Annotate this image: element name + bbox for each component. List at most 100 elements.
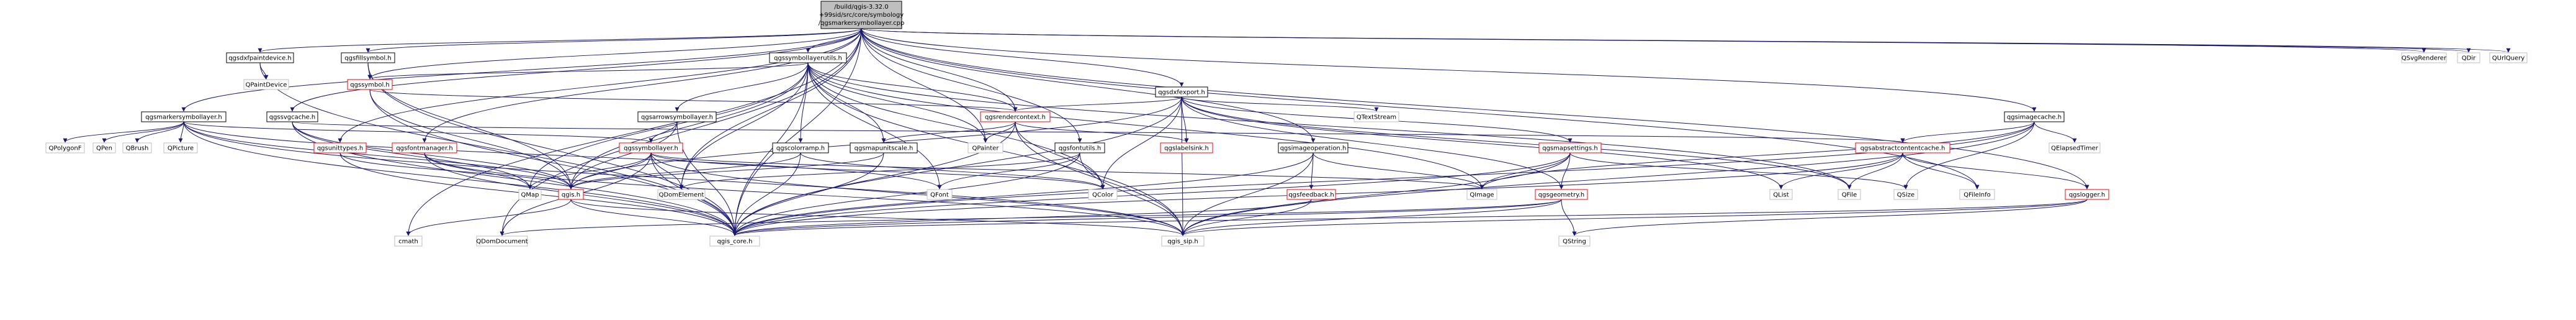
node-label-qfile: QFile: [1842, 192, 1857, 199]
edge-qgsmarkersymbollayer_h-to-qfont: [183, 121, 942, 190]
node-label-qmap: QMap: [521, 192, 539, 199]
node-qgssymbolutils[interactable]: qgssymbollayerutils.h: [769, 52, 847, 63]
edge-qgsdxfexport-to-qtextstream: [1181, 96, 1379, 112]
edge-qgsmapsettings-to-qgis_core: [732, 152, 1571, 236]
node-qgsunittypes[interactable]: qgsunittypes.h: [313, 142, 367, 153]
node-box-qgsmapsettings: [1538, 142, 1602, 153]
node-qgssymbol[interactable]: qgssymbol.h: [347, 79, 393, 90]
node-label-qimage: QImage: [1470, 192, 1494, 199]
node-qgis[interactable]: qgis.h: [558, 189, 584, 200]
edge-qgssymbollayer-to-qimage: [650, 152, 1484, 190]
node-qpolygonf: QPolygonF: [45, 142, 85, 153]
node-qgscolorramp[interactable]: qgscolorramp.h: [772, 142, 829, 153]
node-qgssvgcache[interactable]: qgssvgcache.h: [266, 111, 318, 122]
nodes-layer: /build/qgis-3.32.0+99sid/src/core/symbol…: [45, 1, 2528, 247]
node-qgsabstractcontentcache[interactable]: qgsabstractcontentcache.h: [1855, 142, 1950, 153]
edge-qgis-to-qgis_core: [570, 199, 737, 236]
edge-qgssymbolutils-to-qgssymbol: [367, 62, 809, 80]
node-qgsfontmarker[interactable]: qgsfontmanager.h: [392, 142, 457, 153]
node-qgsdxfexport[interactable]: qgsdxfexport.h: [1155, 86, 1208, 98]
edge-root-to-qgsdxfexport: [861, 28, 1184, 87]
edge-qgssvgcache-to-qgsabstractcontentcache: [292, 121, 1905, 143]
node-box-qpen: [92, 142, 116, 153]
edge-qgsfontmarker-to-qgis_sip: [424, 152, 1185, 236]
node-qgsrendercontext[interactable]: qgsrendercontext.h: [980, 111, 1051, 122]
edge-root-to-qgssymbol: [367, 28, 862, 80]
node-qbrush: QBrush: [122, 142, 152, 153]
node-box-qpolygonf: [45, 142, 85, 153]
node-cmath: cmath: [394, 235, 423, 247]
node-qgssymbollayer[interactable]: qgssymbollayer.h: [619, 142, 683, 153]
node-box-qdomdocument: [476, 235, 528, 247]
edge-qgsfontmarker-to-qmap: [424, 152, 532, 190]
node-qgslogger[interactable]: qgslogger.h: [2065, 189, 2109, 200]
node-box-qurlquery: [2489, 52, 2528, 63]
node-label-qgis: qgis.h: [562, 192, 580, 199]
node-qgsfontutils[interactable]: qgsfontutils.h: [1054, 142, 1105, 153]
node-box-qfont: [927, 189, 953, 200]
node-box-qgssvgcache: [266, 111, 318, 122]
edge-qgsmapsettings-to-qsize: [1569, 152, 1908, 190]
edge-qgsdxfexport-to-qgis_core: [732, 96, 1182, 236]
node-qfileinfo: QFileInfo: [1959, 189, 1995, 200]
node-qgsfeedback[interactable]: qgsfeedback.h: [1286, 189, 1336, 200]
edge-qgssymbolutils-to-qgsrendercontext: [807, 62, 1018, 112]
edge-qgsdxfexport-to-qcolor: [1100, 96, 1182, 190]
edge-qgssymbolutils-to-qgsarrowsymbollayer: [675, 62, 809, 112]
edge-qgsdxfexport-to-qgslabelsink: [1181, 96, 1189, 143]
node-label-qgis_sip: qgis_sip.h: [1167, 239, 1198, 245]
node-qpaintdevice: QPaintDevice: [243, 79, 289, 90]
node-qgsmarkersymbollayer_h[interactable]: qgsmarkersymbollayer.h: [141, 111, 227, 122]
edge-qgsmarkersymbollayer_h-to-qbrush: [135, 121, 184, 143]
edge-qgssymbol-to-qgsrendercontext: [369, 89, 1018, 112]
node-label-qgsdxfexport: qgsdxfexport.h: [1158, 89, 1205, 96]
edge-qgsabstractcontentcache-to-qgslogger: [1902, 152, 2089, 190]
node-label-qgsmapunitscale: qgsmapunitscale.h: [855, 145, 913, 152]
node-label-qgsrendercontext: qgsrendercontext.h: [985, 114, 1046, 121]
node-label-qtextstream: QTextStream: [1357, 114, 1396, 121]
edge-qgsimagecache-to-qgsabstractcontentcache: [1900, 121, 2035, 143]
node-label-qcolor: QColor: [1092, 192, 1114, 199]
edge-qgsfontutils-to-qdomelement: [679, 152, 1080, 190]
node-qdomdocument: QDomDocument: [476, 235, 528, 247]
node-label-qgsgeometry: qgsgeometry.h: [1538, 192, 1584, 199]
edge-qgslogger-to-qstring: [1572, 199, 2088, 236]
node-qgsdxfpaintdevice[interactable]: qgsdxfpaintdevice.h: [226, 52, 294, 63]
node-box-qgsmarkersymbollayer_h: [141, 111, 227, 122]
node-qtextstream: QTextStream: [1353, 111, 1399, 122]
node-label-qgsfeedback: qgsfeedback.h: [1288, 192, 1334, 199]
edge-qgis-to-cmath: [406, 199, 572, 236]
node-box-qgsimagecache: [2004, 111, 2065, 122]
node-box-qgis_sip: [1161, 235, 1205, 247]
edge-qgsabstractcontentcache-to-qlist: [1779, 152, 1903, 190]
node-label-qgsarrowsymbollayer: qgsarrowsymbollayer.h: [641, 114, 713, 121]
node-root[interactable]: /build/qgis-3.32.0+99sid/src/core/symbol…: [819, 1, 905, 29]
edge-qgsdxfexport-to-qlist: [1181, 96, 1784, 190]
node-box-root: [820, 1, 902, 29]
edge-root-to-qgsunittypes: [338, 28, 862, 143]
node-label-qbrush: QBrush: [126, 145, 149, 152]
node-label-qgsabstractcontentcache: qgsabstractcontentcache.h: [1860, 145, 1945, 152]
edge-root-to-qgsrendercontext: [861, 28, 1018, 112]
node-qgsfillsymbol[interactable]: qgsfillsymbol.h: [341, 52, 395, 63]
edge-root-to-qurlquery: [861, 28, 2510, 53]
node-box-qstring: [1558, 235, 1591, 247]
node-label-qgssymbolutils: qgssymbollayerutils.h: [774, 55, 842, 62]
edge-root-to-qgsdxfpaintdevice: [258, 28, 862, 53]
node-box-qpainter: [967, 142, 1003, 153]
root-label-line-2: /qgsmarkersymbollayer.cpp: [819, 20, 905, 27]
node-label-qfileinfo: QFileInfo: [1963, 192, 1991, 199]
node-qgsarrowsymbollayer[interactable]: qgsarrowsymbollayer.h: [637, 111, 717, 122]
node-label-qdir: QDir: [2462, 55, 2476, 62]
node-qgsimagecache[interactable]: qgsimagecache.h: [2004, 111, 2065, 122]
edge-qgsdxfpaintdevice-to-qpaintdevice: [259, 62, 269, 80]
edge-qgsmapsettings-to-qgsgeometry: [1559, 152, 1571, 190]
node-qgsimageoperation[interactable]: qgsimageoperation.h: [1278, 142, 1349, 153]
node-box-qpaintdevice: [243, 79, 289, 90]
node-qgslabelsink[interactable]: qgslabelsink.h: [1160, 142, 1213, 153]
edge-qgssymbollayer-to-qgis: [568, 152, 652, 190]
node-qgsmapsettings[interactable]: qgsmapsettings.h: [1538, 142, 1602, 153]
node-qgsgeometry[interactable]: qgsgeometry.h: [1535, 189, 1588, 200]
node-qgsmapunitscale[interactable]: qgsmapunitscale.h: [850, 142, 918, 153]
edge-qgsdxfpaintdevice-to-qgis_core: [259, 62, 737, 236]
